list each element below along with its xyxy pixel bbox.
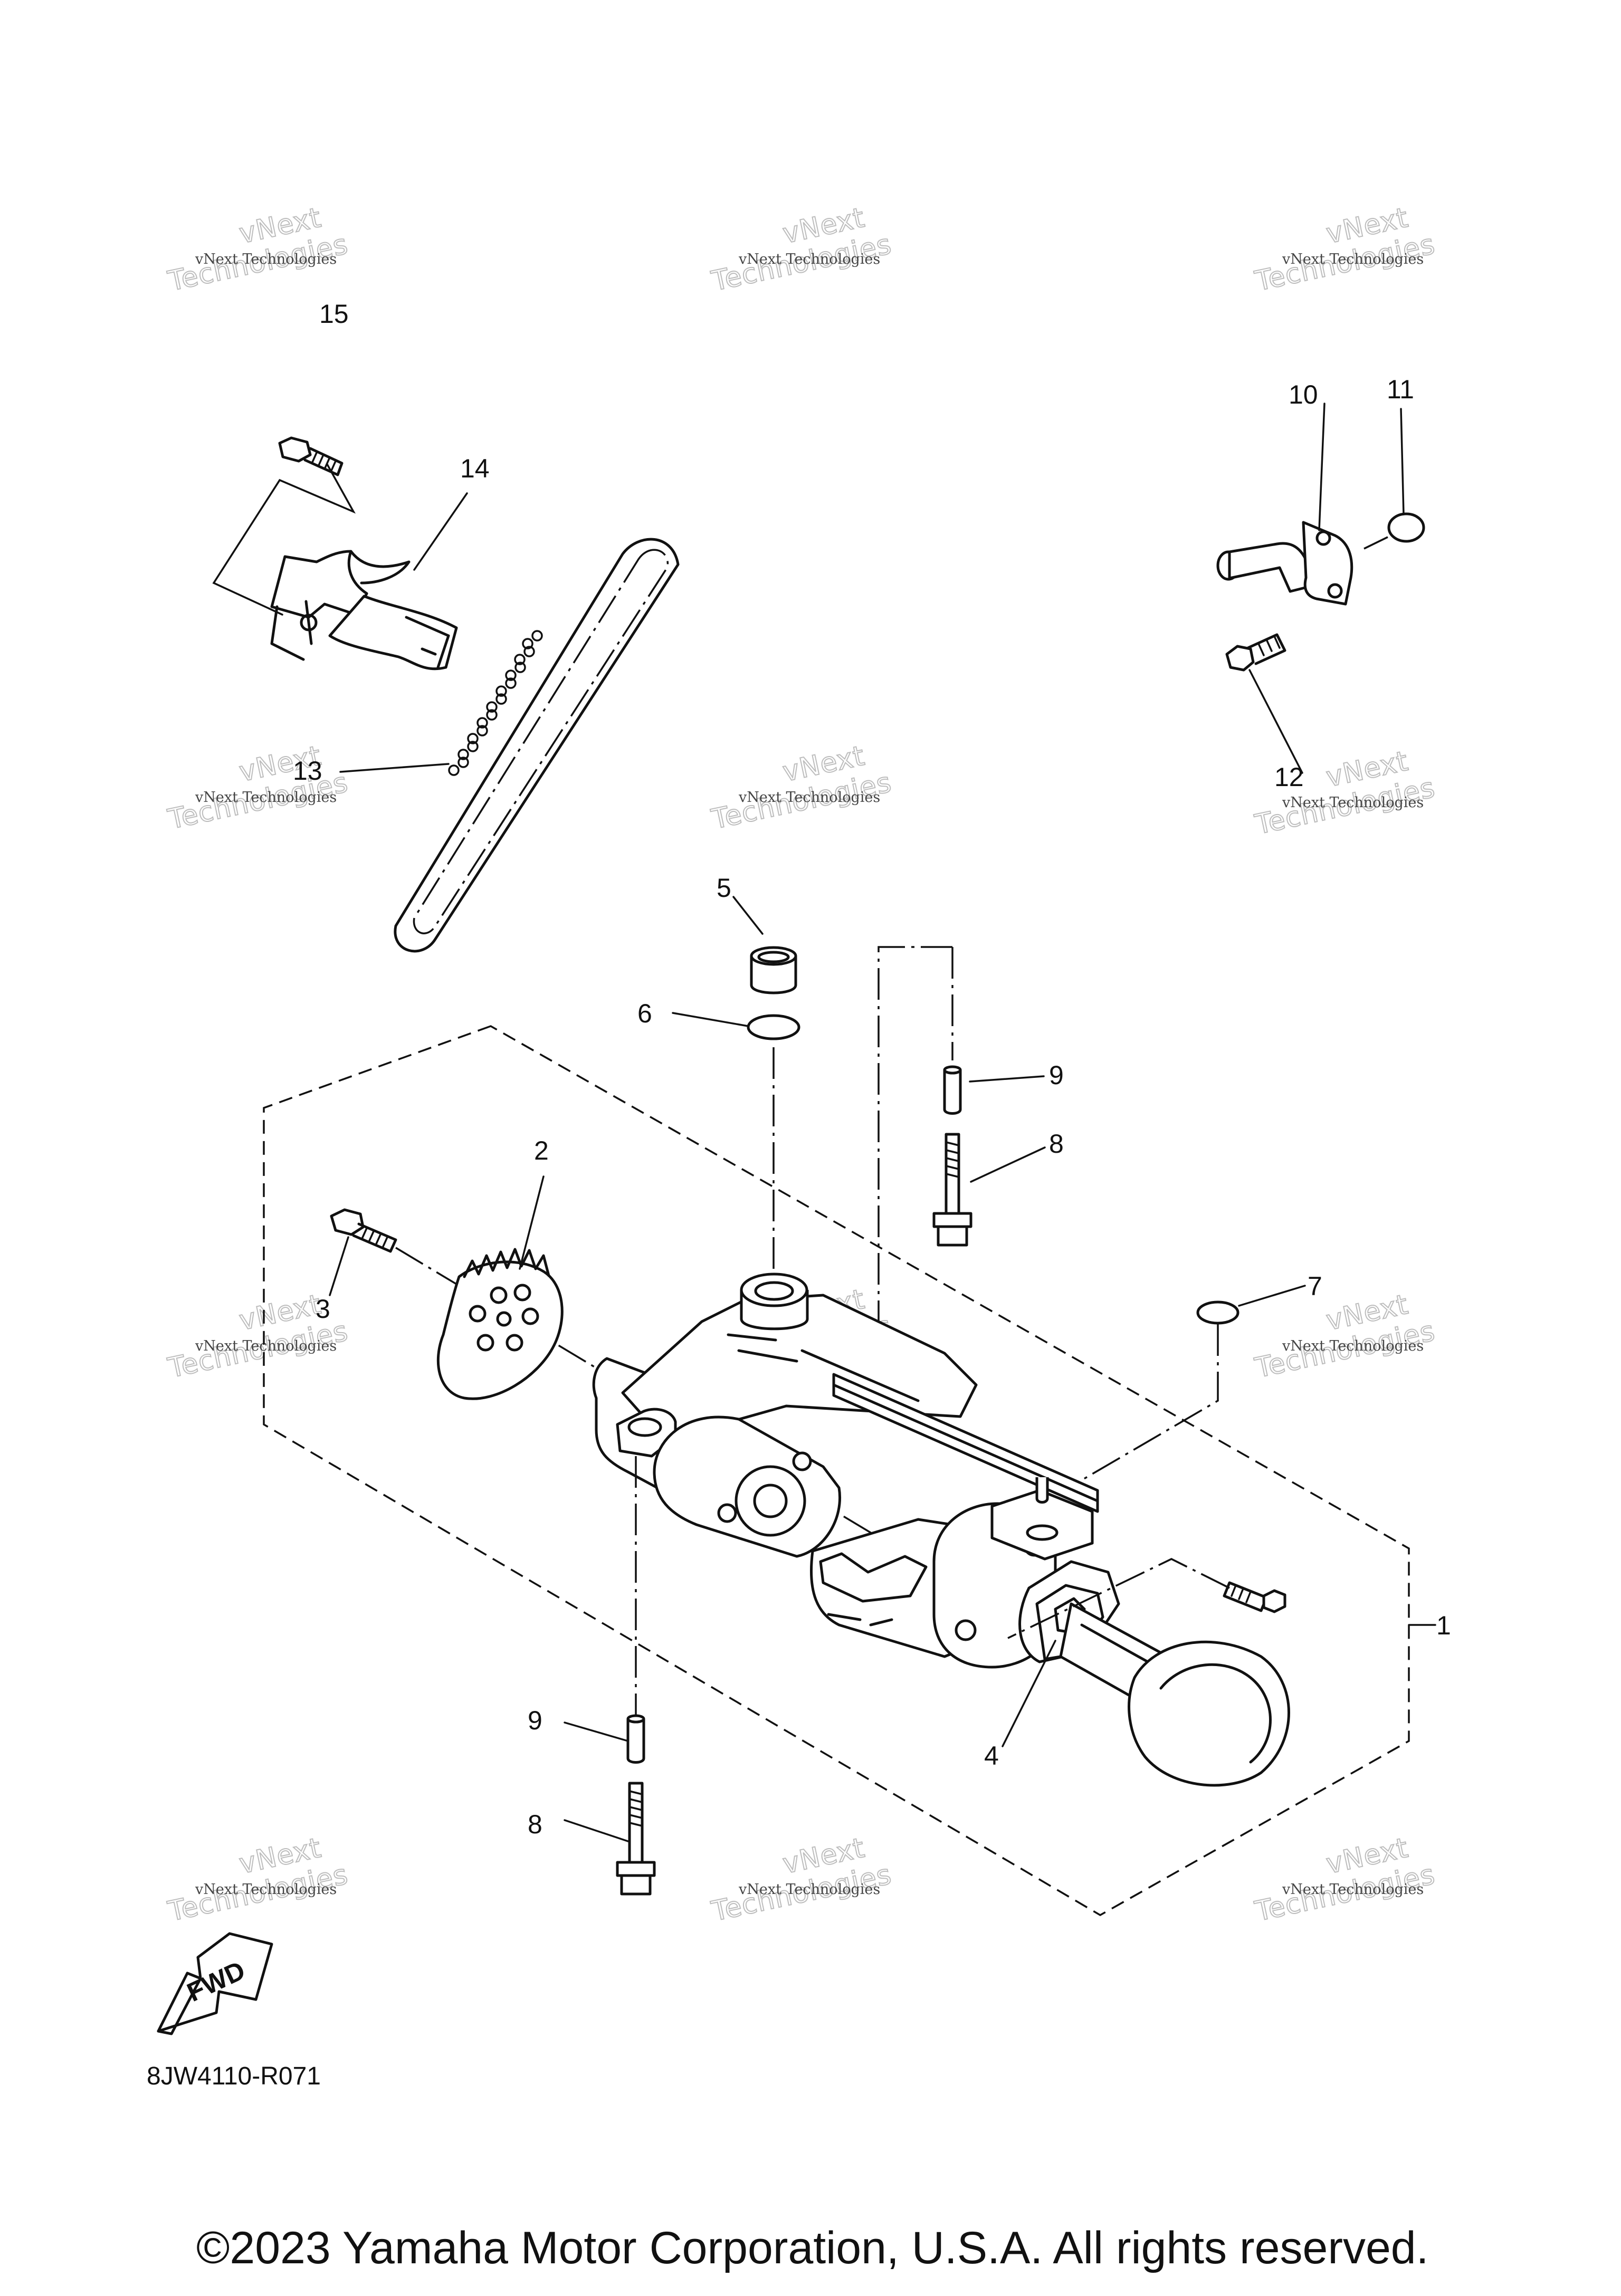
part-12-bolt: [1225, 633, 1286, 672]
part-7-leader: [1238, 1285, 1306, 1307]
callout-7: 7: [1308, 1271, 1322, 1301]
watermark: Technologies vNext vNext Technologies: [1252, 1288, 1438, 1385]
part-7-o-ring: [1196, 1300, 1239, 1325]
part-5-leader: [732, 896, 764, 935]
part-3-bolt: [330, 1208, 397, 1253]
svg-text:vNext Technologies: vNext Technologies: [738, 1881, 880, 1898]
callout-14: 14: [460, 454, 490, 483]
part-14-leader: [413, 492, 468, 571]
part-8-bolt-upper: [932, 1133, 972, 1247]
svg-text:vNext Technologies: vNext Technologies: [195, 1338, 337, 1354]
part-12-leader: [1248, 669, 1303, 774]
diagram-code: 8JW4110-R071: [147, 2062, 321, 2090]
part-5-collar: [750, 946, 797, 994]
part-11-leader: [1400, 408, 1405, 515]
chain-links: [448, 630, 543, 776]
callout-8-upper: 8: [1049, 1129, 1064, 1159]
part-9-dowel-upper: [943, 1065, 962, 1115]
part-8-bolt-lower: [616, 1782, 656, 1896]
svg-text:vNext Technologies: vNext Technologies: [195, 251, 337, 267]
svg-text:vNext Technologies: vNext Technologies: [1282, 1338, 1424, 1354]
callout-2: 2: [534, 1136, 549, 1165]
part-2-leader: [519, 1175, 545, 1270]
part-4-leader: [1002, 1640, 1056, 1747]
callout-6: 6: [637, 999, 652, 1028]
strainer-bolt-centerline: [1007, 1558, 1230, 1639]
copyright-notice: ©2023 Yamaha Motor Corporation, U.S.A. A…: [196, 2223, 1429, 2273]
callout-15: 15: [319, 299, 349, 329]
callout-3: 3: [316, 1294, 330, 1324]
callout-10: 10: [1289, 380, 1318, 409]
svg-text:vNext Technologies: vNext Technologies: [1282, 1881, 1424, 1898]
callout-4: 4: [984, 1741, 999, 1771]
watermark: Technologies vNext vNext Technologies: [708, 202, 895, 298]
callout-11: 11: [1387, 375, 1414, 404]
callout-1: 1: [1436, 1611, 1451, 1640]
part-6-o-ring: [747, 1014, 800, 1040]
part-8-lower-leader: [564, 1819, 629, 1842]
part-10-leader: [1318, 403, 1326, 531]
svg-text:vNext Technologies: vNext Technologies: [195, 1881, 337, 1898]
oil-pump-body: [592, 1273, 1290, 1787]
watermark: Technologies vNext vNext Technologies: [165, 202, 351, 298]
part-13-chain: [394, 538, 680, 953]
svg-text:vNext Technologies: vNext Technologies: [738, 789, 880, 806]
watermark: Technologies vNext vNext Technologies: [1252, 202, 1438, 298]
watermark: Technologies vNext vNext Technologies: [1252, 745, 1438, 841]
watermark: Technologies vNext vNext Technologies: [708, 1832, 895, 1928]
part-14-chain-guide: [270, 550, 458, 671]
callout-13: 13: [293, 756, 322, 786]
svg-text:vNext Technologies: vNext Technologies: [1282, 795, 1424, 811]
callout-12: 12: [1274, 762, 1304, 792]
part-3-leader: [329, 1236, 349, 1296]
part-13-leader: [339, 763, 450, 773]
part-9-dowel-lower: [626, 1714, 645, 1764]
callout-labels: 1 2 3 4 5 6 7 8 8 9 9 10 11 12 13 14 15: [293, 299, 1451, 1839]
callout-9-upper: 9: [1049, 1060, 1064, 1090]
fwd-arrow-icon: FWD: [157, 1932, 273, 2035]
part-9-upper-leader: [969, 1075, 1045, 1083]
part-9-lower-leader: [564, 1721, 629, 1742]
part-15-bolt: [278, 436, 344, 476]
part-10-oil-pipe: [1216, 521, 1353, 606]
watermark: Technologies vNext vNext Technologies: [165, 1832, 351, 1928]
strainer-bolt: [1223, 1581, 1286, 1613]
part-6-leader: [672, 1012, 749, 1027]
watermark: Technologies vNext vNext Technologies: [165, 740, 351, 836]
callout-5: 5: [717, 873, 731, 903]
part-8-upper-centerline: [878, 946, 952, 1398]
svg-text:vNext Technologies: vNext Technologies: [738, 251, 880, 267]
part-7-centerline: [1059, 1324, 1219, 1494]
svg-text:vNext Technologies: vNext Technologies: [1282, 251, 1424, 267]
callout-8-lower: 8: [528, 1810, 542, 1839]
part-11-line: [1363, 536, 1388, 550]
callout-9-lower: 9: [528, 1706, 542, 1735]
part-8-upper-leader: [970, 1146, 1046, 1183]
watermark: Technologies vNext vNext Technologies: [708, 740, 895, 836]
part-1-assembly-boundary: [263, 1025, 1410, 1917]
part-15-leader-dashed: [212, 463, 356, 616]
part-2-sprocket: [436, 1248, 564, 1400]
watermark: Technologies vNext vNext Technologies: [1252, 1832, 1438, 1928]
svg-text:vNext Technologies: vNext Technologies: [195, 789, 337, 806]
part-11-o-ring: [1387, 512, 1425, 543]
